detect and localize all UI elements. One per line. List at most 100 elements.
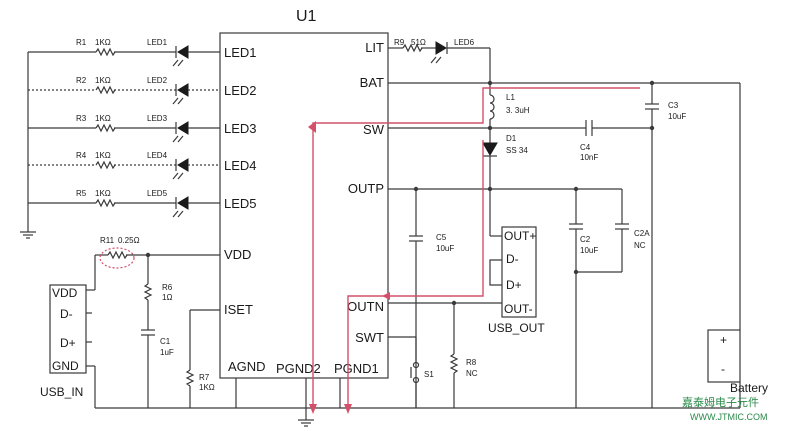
switch-s1-icon xyxy=(412,361,420,369)
c5-label: C5 xyxy=(436,233,447,242)
resistor-r7 xyxy=(185,369,195,387)
r8-value: NC xyxy=(466,369,478,378)
resistor-r8 xyxy=(449,353,459,374)
battery-symbol xyxy=(707,329,741,383)
r5-value: 1KΩ xyxy=(95,189,111,198)
diode-d1-icon xyxy=(482,142,498,156)
r7-label: R7 xyxy=(199,373,210,382)
c3-label: C3 xyxy=(668,101,679,110)
pin-lit: LIT xyxy=(365,40,384,55)
pin-led1: LED1 xyxy=(224,45,257,60)
l1-value: 3. 3uH xyxy=(506,106,530,115)
r4-label: R4 xyxy=(76,151,87,160)
resistor-r2 xyxy=(95,85,116,95)
pin-outp: OUTP xyxy=(348,181,384,196)
pin-pgnd1: PGND1 xyxy=(334,361,379,376)
c4-label: C4 xyxy=(580,143,591,152)
usb-out-pin-dminus: D- xyxy=(506,252,519,266)
pin-led4: LED4 xyxy=(224,158,257,173)
pin-led2: LED2 xyxy=(224,83,257,98)
r3-value: 1KΩ xyxy=(95,114,111,123)
led-channel-1 xyxy=(28,45,220,67)
c2-label: C2 xyxy=(580,235,591,244)
c2-value: 10uF xyxy=(580,246,598,255)
pin-led5: LED5 xyxy=(224,196,257,211)
r7-value: 1KΩ xyxy=(199,383,215,392)
r9-value: 51Ω xyxy=(411,38,426,47)
c1-label: C1 xyxy=(160,337,171,346)
r11-label: R11 xyxy=(100,236,115,245)
c5-value: 10uF xyxy=(436,244,454,253)
c2a-value: NC xyxy=(634,241,646,250)
led1-icon xyxy=(177,45,189,59)
usb-in-pin-vdd: VDD xyxy=(52,286,78,300)
led4-icon xyxy=(177,158,189,172)
usb-out-pin-outplus: OUT+ xyxy=(504,229,536,243)
pin-sw: SW xyxy=(363,122,385,137)
r11-highlight xyxy=(99,247,135,269)
d1-value: SS 34 xyxy=(506,146,528,155)
led3-label: LED3 xyxy=(147,114,168,123)
l1-label: L1 xyxy=(506,93,515,102)
usb-in-pin-gnd: GND xyxy=(52,359,79,373)
c2a-label: C2A xyxy=(634,229,650,238)
d1-label: D1 xyxy=(506,134,517,143)
pin-swt: SWT xyxy=(355,330,384,345)
usb-in-pin-dplus: D+ xyxy=(60,336,76,350)
led5-icon xyxy=(177,196,189,210)
led2-icon xyxy=(177,83,189,97)
resistor-r9 xyxy=(402,43,423,53)
ic-u1-title: U1 xyxy=(296,8,317,25)
pin-pgnd2: PGND2 xyxy=(276,361,321,376)
r1-value: 1KΩ xyxy=(95,38,111,47)
led6-icon xyxy=(435,41,447,55)
led-channel-3 xyxy=(28,121,220,143)
led-channel-2 xyxy=(28,83,220,105)
pin-agnd: AGND xyxy=(228,359,266,374)
r2-label: R2 xyxy=(76,76,87,85)
usb-out-label: USB_OUT xyxy=(488,321,545,335)
usb-in-label: USB_IN xyxy=(40,385,83,399)
pin-led3: LED3 xyxy=(224,121,257,136)
pin-iset: ISET xyxy=(224,302,253,317)
c3-value: 10uF xyxy=(668,112,686,121)
usb-out-pin-dplus: D+ xyxy=(506,278,522,292)
resistor-r4 xyxy=(95,160,116,170)
led5-label: LED5 xyxy=(147,189,168,198)
pin-vdd: VDD xyxy=(224,247,251,262)
battery-label: Battery xyxy=(730,381,768,395)
led2-label: LED2 xyxy=(147,76,168,85)
r2-value: 1KΩ xyxy=(95,76,111,85)
resistor-r6 xyxy=(143,283,153,301)
ic-u1-body xyxy=(219,32,389,379)
r11-value: 0.25Ω xyxy=(118,236,140,245)
watermark-line1: 嘉泰姆电子元件 xyxy=(682,395,759,409)
r3-label: R3 xyxy=(76,114,87,123)
lit-branch xyxy=(388,41,491,83)
c1-value: 1uF xyxy=(160,348,174,357)
current-path-arrows xyxy=(308,87,640,414)
usb-in-pin-dminus: D- xyxy=(60,307,73,321)
r9-label: R9 xyxy=(394,38,405,47)
r8-label: R8 xyxy=(466,358,477,367)
battery-plus: + xyxy=(720,333,727,347)
led6-label: LED6 xyxy=(454,38,475,47)
ground-symbol-main xyxy=(298,419,314,427)
led3-icon xyxy=(177,121,189,135)
c4-value: 10nF xyxy=(580,153,598,162)
led-channel-5 xyxy=(28,196,220,218)
usb-out-pin-outminus: OUT- xyxy=(504,302,533,316)
s1-label: S1 xyxy=(424,370,434,379)
resistor-r1 xyxy=(95,47,116,57)
r5-label: R5 xyxy=(76,189,87,198)
r4-value: 1KΩ xyxy=(95,151,111,160)
resistor-r11 xyxy=(107,250,128,260)
r6-value: 1Ω xyxy=(162,293,172,302)
pin-outn: OUTN xyxy=(347,299,384,314)
resistor-r5 xyxy=(95,198,116,208)
led-channel-4 xyxy=(28,158,220,180)
led1-label: LED1 xyxy=(147,38,168,47)
inductor-l1 xyxy=(489,94,495,120)
